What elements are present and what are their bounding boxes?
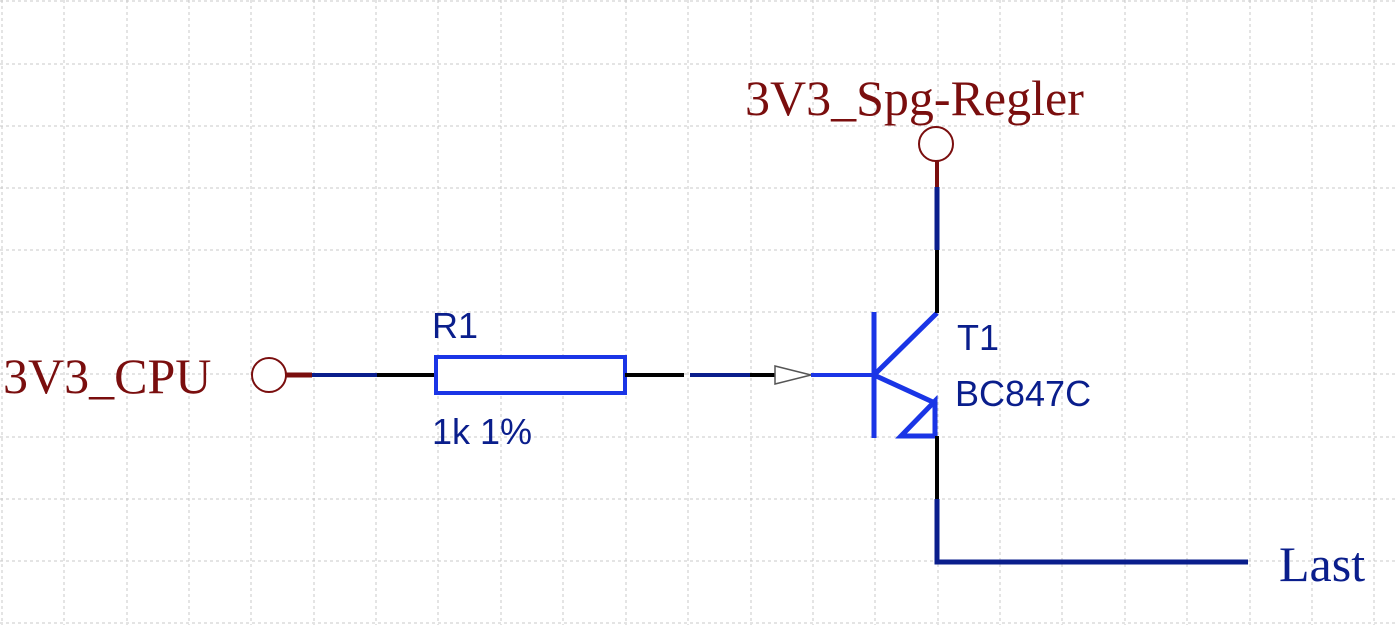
emitter-arrow: [895, 394, 938, 439]
resistor-designator: R1: [432, 305, 478, 346]
port-circle-regler[interactable]: [918, 126, 954, 162]
transistor-collector-diagonal: [872, 311, 939, 377]
transistor-designator: T1: [957, 317, 999, 358]
net-segment-last[interactable]: [934, 499, 1248, 565]
port-label-last: Last: [1279, 536, 1365, 592]
port-label-3v3-spg-regler: 3V3_Spg-Regler: [745, 70, 1084, 126]
resistor-value: 1k 1%: [432, 411, 532, 452]
transistor-emitter-diagonal: [872, 372, 937, 406]
transistor-t1[interactable]: [871, 311, 939, 439]
port-circle-3v3-cpu[interactable]: [251, 357, 287, 393]
transistor-part-number: BC847C: [955, 373, 1091, 414]
base-pin-arrow: [774, 365, 812, 385]
resistor-r1[interactable]: [434, 355, 627, 395]
port-label-3v3-cpu: 3V3_CPU: [3, 348, 211, 404]
